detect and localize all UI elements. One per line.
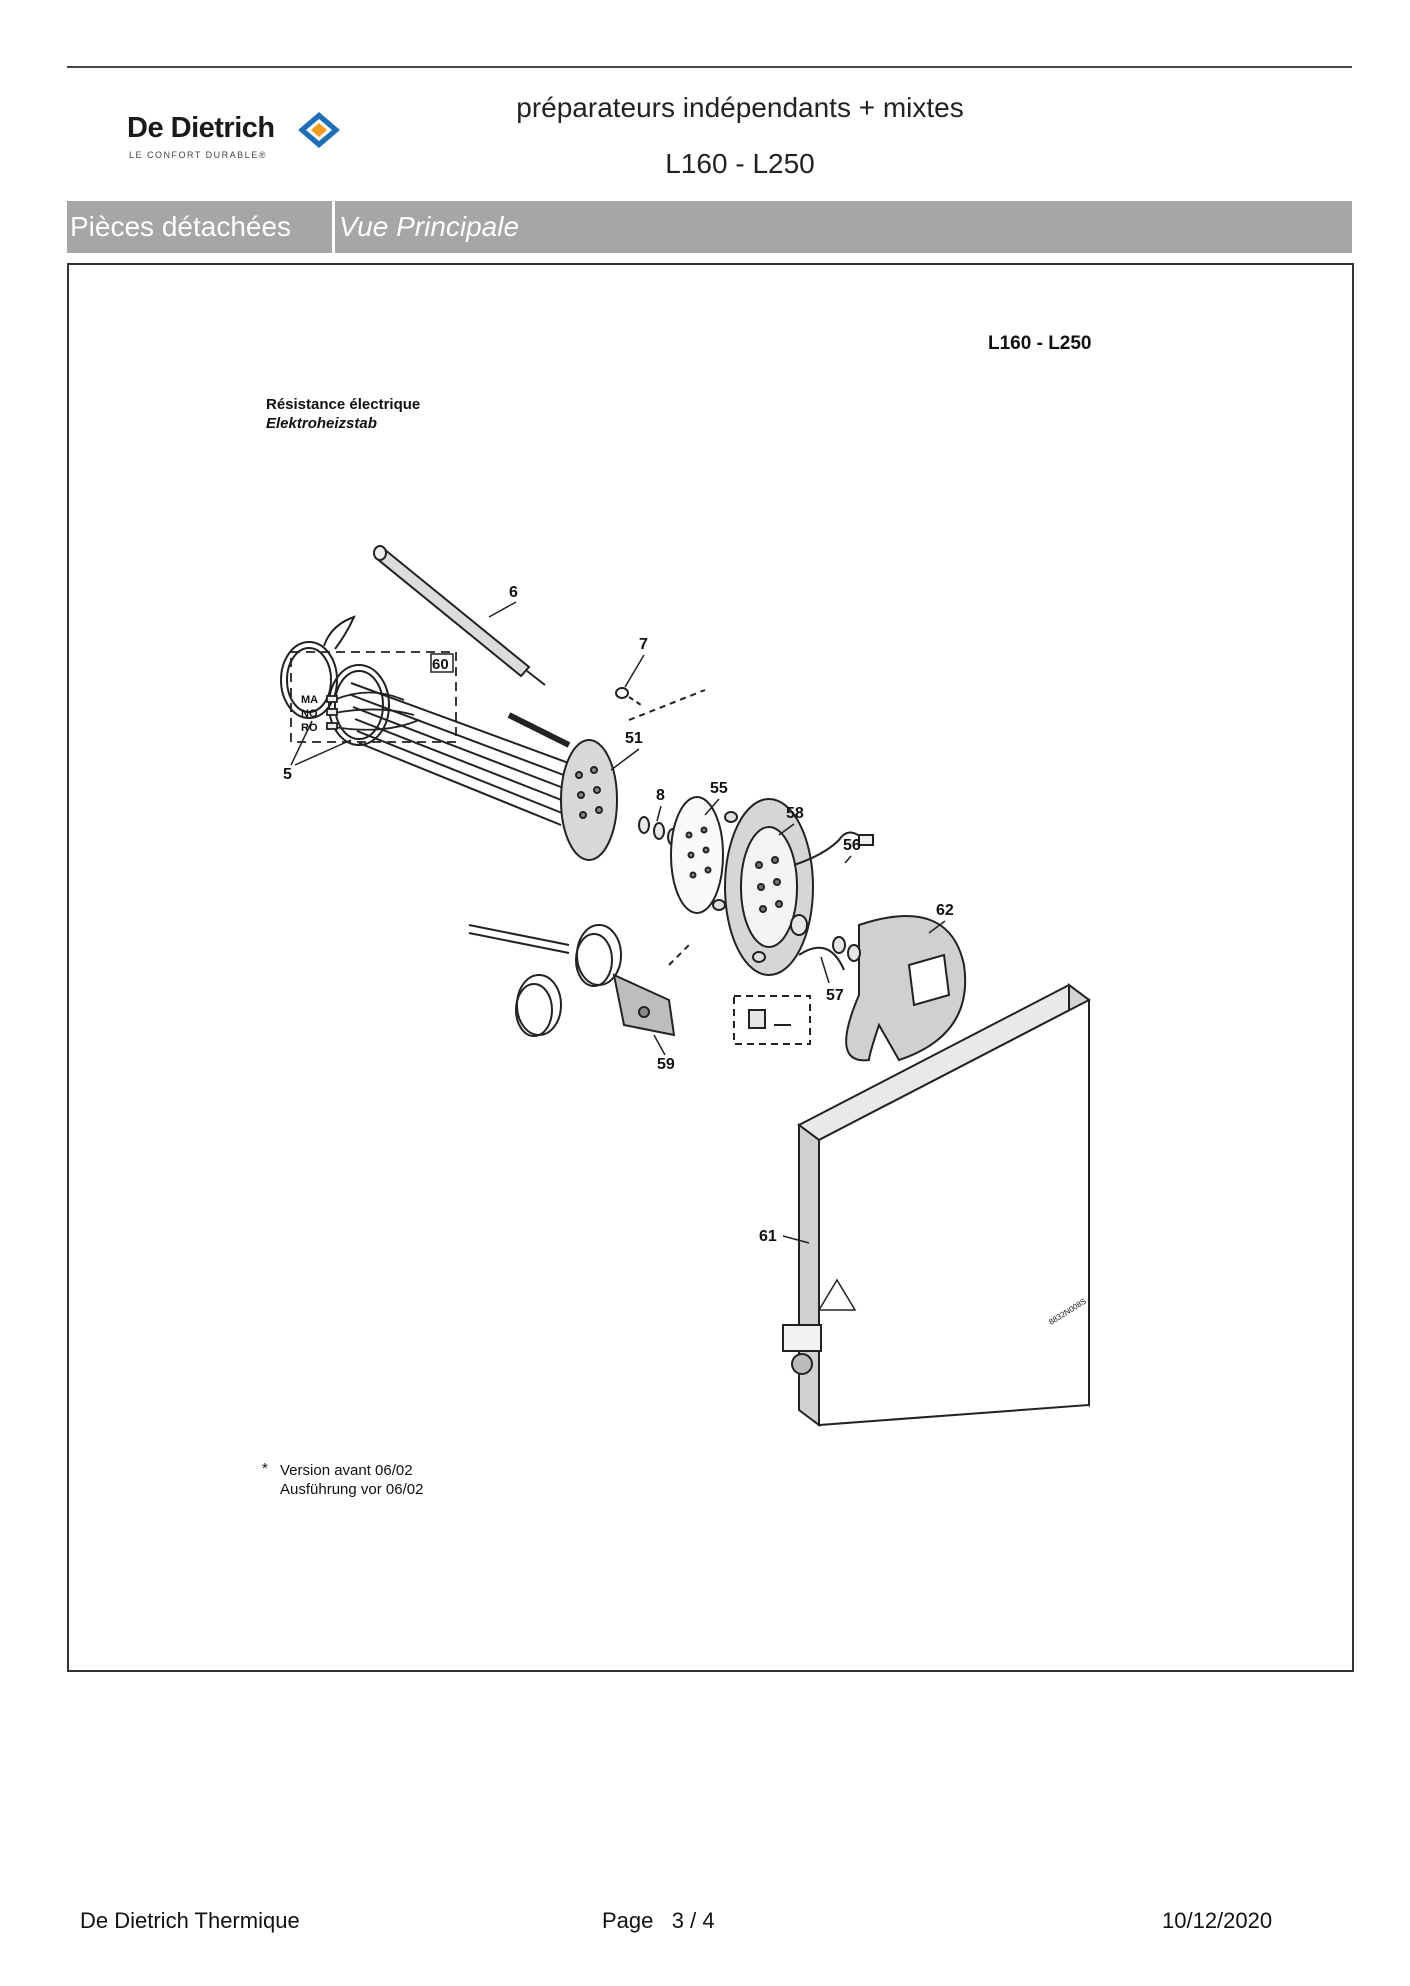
part-51-heating-element [350,682,706,861]
part-label-5: 5 [283,766,292,783]
wire-label-no: NO [301,708,318,720]
part-label-51: 51 [625,730,643,747]
wire-label-ro: RO [301,722,318,734]
note-fr: Version avant 06/02 [280,1462,413,1479]
document-title: préparateurs indépendants + mixtes [516,92,964,123]
part-5-gaskets [280,615,390,746]
footer-date: 10/12/2020 [1162,1908,1273,1933]
view-label: Vue Principale [339,211,520,242]
section-label: Pièces détachées [67,201,335,253]
part-label-8: 8 [656,787,665,804]
note-de: Ausführung vor 06/02 [280,1481,423,1498]
footer-page-total: 4 [702,1908,715,1933]
footer-page-sep: / [690,1908,697,1933]
brand-name: De Dietrich [127,112,275,144]
header-top-rule [67,66,1352,68]
footer-page-current: 3 [671,1908,684,1933]
part-62-insulation-cover [845,915,967,1062]
part-6-anode-rod [373,545,546,686]
diagram-model-label: L160 - L250 [988,333,1092,354]
part-60-wiring-kit [290,651,457,743]
footer-company: De Dietrich Thermique [80,1908,300,1933]
diagram-heading-de: Elektroheizstab [266,415,377,432]
part-label-55: 55 [710,780,728,797]
diagram-heading-fr: Résistance électrique [266,396,420,413]
part-label-57: 57 [826,987,844,1004]
brand-logo: De Dietrich LE CONFORT DURABLE® [127,112,347,168]
part-label-56: 56 [843,837,861,854]
note-star: * [262,1460,268,1477]
exploded-parts-diagram: L160 - L250 Résistance électrique Elektr… [262,333,1092,1498]
part-57-fixings [733,914,861,1045]
part-61-front-panel [782,983,1091,1427]
part-7-washer [615,687,642,706]
diagram-frame: L160 - L250 Résistance électrique Elektr… [67,263,1354,1672]
part-59-thermostat [468,924,690,1037]
part-55-flange-gasket [670,796,724,914]
footer-page-label: Page [602,1908,654,1933]
part-label-61: 61 [759,1228,777,1245]
footer-pagination: Page 3 / 4 [602,1908,715,1934]
brand-diamond-icon [298,112,340,148]
part-label-58: 58 [786,805,804,822]
part-label-6: 6 [509,584,518,601]
wire-label-ma: MA [301,694,318,706]
part-label-60: 60 [432,656,449,673]
part-label-62: 62 [936,902,954,919]
brand-tagline: LE CONFORT DURABLE® [129,150,267,160]
part-label-7: 7 [639,636,648,653]
part-56-sensor-cable [793,831,874,866]
part-58-flange [712,798,814,976]
section-bar: Pièces détachées Vue Principale [67,201,1352,253]
part-label-59: 59 [657,1056,675,1073]
document-model: L160 - L250 [665,148,815,179]
